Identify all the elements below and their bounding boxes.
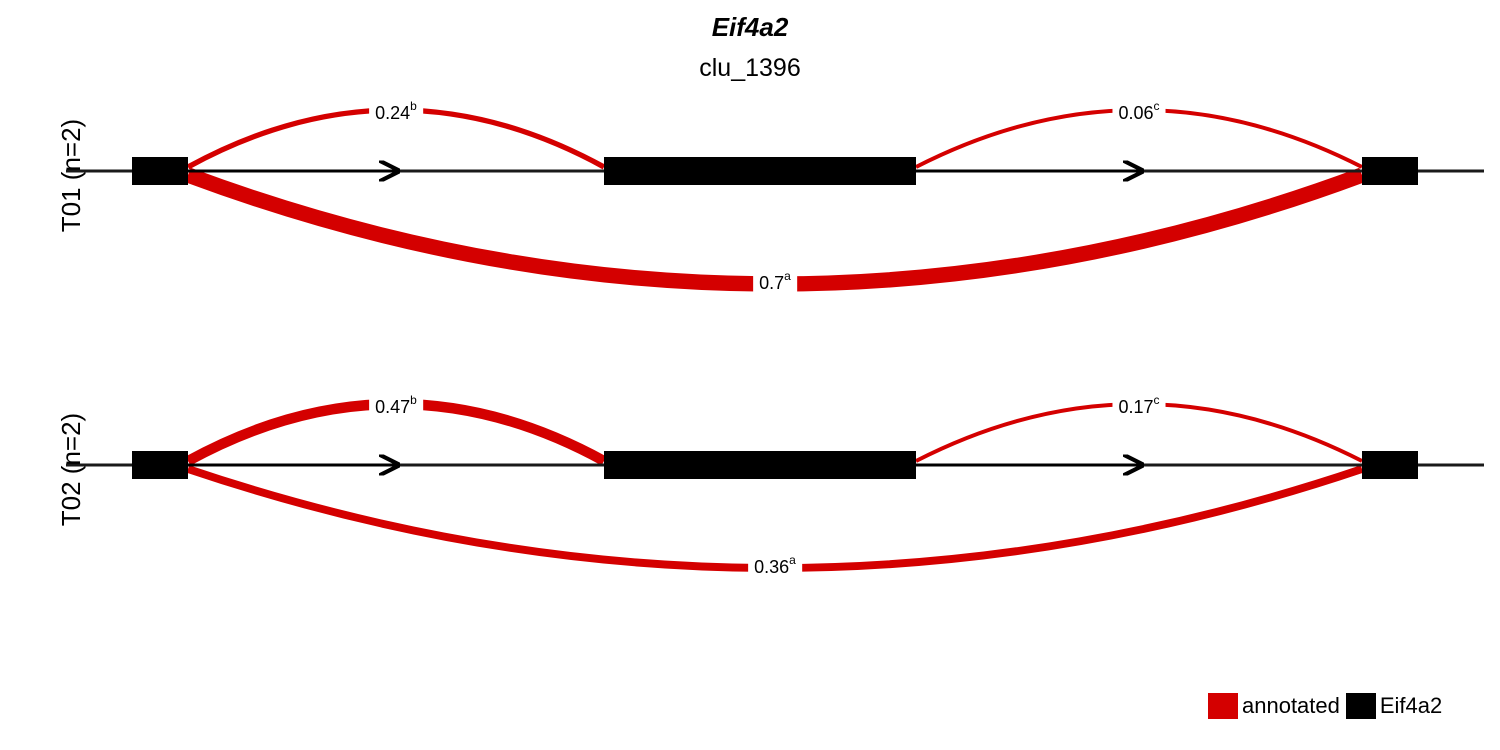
exon-1-2 [604,157,916,185]
junction-label-bg [748,552,803,578]
exon-1-1 [132,157,188,185]
junction-label-1-3: 0.7a [753,268,798,294]
junction-label-2-3: 0.36a [748,552,803,578]
junction-arc-1-3 [185,167,1365,292]
junction-label-bg [369,98,424,124]
legend-swatch-annotated [1208,693,1238,719]
junction-value: 0.24b [375,99,417,123]
junction-label-1-1: 0.24b [369,98,424,124]
legend-label-gene: Eif4a2 [1379,693,1443,718]
junction-label-bg [1112,392,1166,418]
junction-label-1-2: 0.06c [1112,98,1166,124]
panel-label-t02: T02 (n=2) [55,413,86,527]
junction-label-bg [753,268,798,294]
junction-value: 0.36a [754,553,796,577]
legend-swatch-gene [1345,693,1376,719]
exon-2-3 [1362,451,1418,479]
junction-label-2-1: 0.47b [369,392,424,418]
junction-value: 0.17c [1118,393,1159,417]
exon-1-3 [1362,157,1418,185]
junction-label-bg [369,392,424,418]
junction-value: 0.47b [375,393,417,417]
exon-2-1 [132,451,188,479]
junction-label-bg [1112,98,1166,124]
junction-label-2-2: 0.17c [1112,392,1166,418]
exon-2-2 [604,451,916,479]
legend-label-annotated: annotated [1242,693,1340,718]
panel-label-t01: T01 (n=2) [55,119,86,233]
junction-value: 0.7a [759,269,791,293]
cluster-title: clu_1396 [699,54,801,82]
legend: annotated Eif4a2 [1208,690,1448,722]
gene-title: Eif4a2 [711,12,789,42]
junction-value: 0.06c [1118,99,1159,123]
